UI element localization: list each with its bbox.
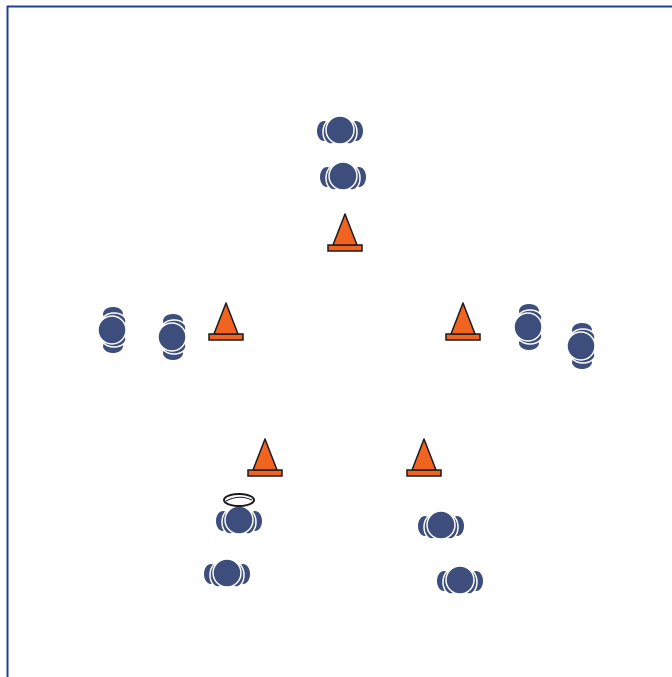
balls-layer [224, 494, 254, 506]
ball-icon [224, 494, 254, 506]
